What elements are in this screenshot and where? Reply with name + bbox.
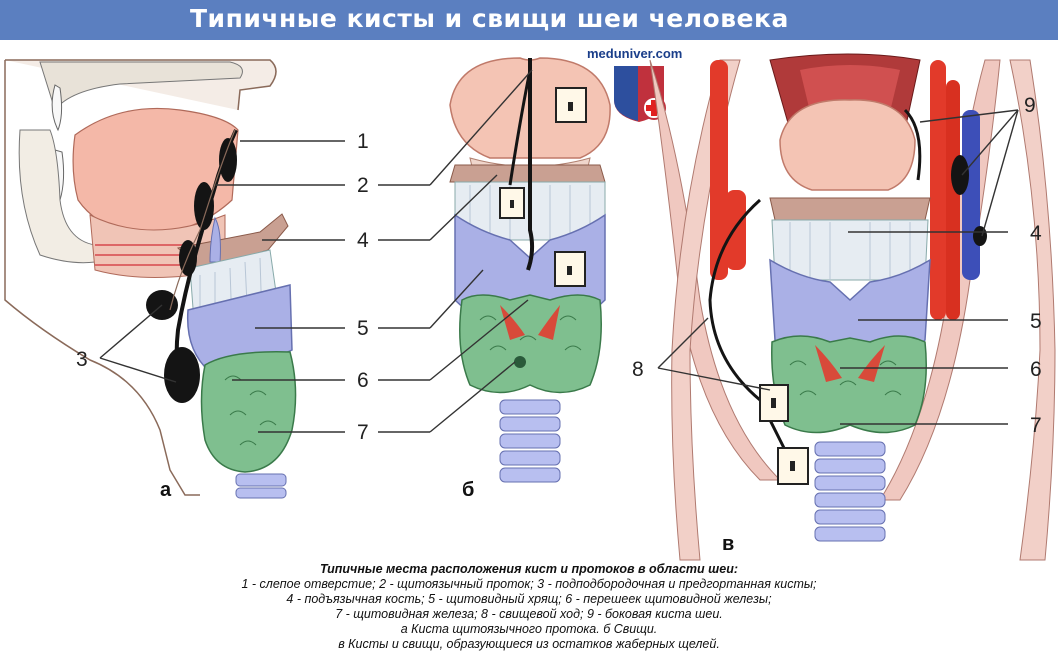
page-title: Типичные кисты и свищи шеи человека — [190, 4, 789, 33]
panel-b-drawing — [449, 57, 611, 483]
label-4-c: 4 — [1030, 222, 1042, 245]
caption-line: 7 - щитовидная железа; 8 - свищевой ход;… — [335, 607, 723, 621]
label-4: 4 — [357, 229, 369, 252]
figure-caption: Типичные места расположения кист и прото… — [0, 562, 1058, 652]
label-7-c: 7 — [1030, 414, 1042, 437]
panel-a-drawing — [4, 59, 297, 499]
leader-lines — [99, 69, 1019, 433]
label-2: 2 — [357, 174, 369, 197]
label-5: 5 — [357, 317, 369, 340]
watermark-text: meduniver.com — [587, 46, 683, 61]
panel-label-a: а — [160, 479, 172, 501]
neck-anatomy-illustration: 1 2 4 5 6 7 3 4 5 6 7 8 9 а б в — [4, 53, 1056, 561]
caption-line: 4 - подъязычная кость; 5 - щитовидный хр… — [286, 592, 772, 606]
label-6-c: 6 — [1030, 358, 1042, 381]
label-5-c: 5 — [1030, 310, 1042, 333]
label-7: 7 — [357, 421, 369, 444]
title-bar: Типичные кисты и свищи шеи человека — [0, 0, 1058, 40]
label-1: 1 — [357, 130, 369, 153]
label-3: 3 — [76, 348, 88, 371]
caption-line: в Кисты и свищи, образующиеся из остатко… — [338, 637, 720, 651]
panel-label-b: б — [462, 479, 474, 501]
medical-cross-shield-icon — [614, 66, 666, 122]
panel-label-c: в — [722, 533, 734, 555]
panel-c-drawing — [649, 53, 1056, 561]
label-9: 9 — [1024, 94, 1036, 117]
label-8: 8 — [632, 358, 644, 381]
caption-line: а Киста щитоязычного протока. б Свищи. — [400, 622, 658, 636]
caption-line: 1 - слепое отверстие; 2 - щитоязычный пр… — [241, 577, 817, 591]
caption-heading: Типичные места расположения кист и прото… — [319, 562, 739, 576]
label-6: 6 — [357, 369, 369, 392]
